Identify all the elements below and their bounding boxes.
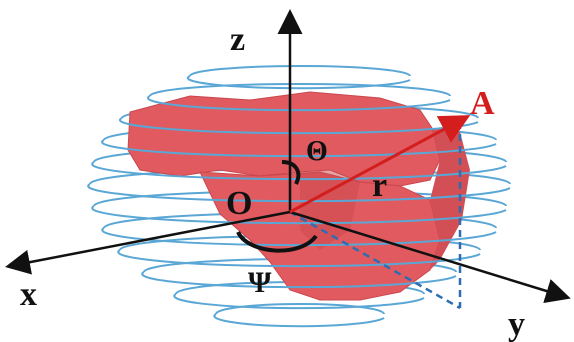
coil-turn-front (147, 95, 451, 112)
radius-label: r (372, 167, 387, 204)
projection-ground (289, 210, 461, 310)
z-label: z (230, 21, 245, 58)
psi-arc (236, 230, 318, 253)
coil-turn-front (186, 75, 411, 90)
coil-turn-back (189, 65, 411, 77)
theta-arc (281, 160, 301, 185)
coil-turn-front (213, 313, 385, 328)
coil-turn-front (91, 205, 507, 225)
y-axis (289, 210, 571, 304)
coil-turn-front (87, 183, 511, 203)
coil-turn-front (101, 227, 497, 247)
x-axis (5, 210, 291, 275)
body-upper (127, 91, 441, 187)
coil-turn-back (215, 303, 385, 315)
x-label: x (20, 276, 37, 313)
coil-turn-front (173, 293, 425, 310)
origin-label: O (226, 185, 252, 222)
coil-turn-front (141, 271, 457, 289)
molecule-body (127, 91, 470, 301)
point-a-label: A (470, 85, 495, 122)
y-label: y (508, 306, 525, 342)
psi-label: Ψ (248, 266, 272, 299)
theta-label: Θ (306, 136, 328, 167)
coil-turn-back (149, 83, 451, 97)
coil-turn-front (91, 161, 507, 181)
radius-vector (289, 115, 471, 214)
